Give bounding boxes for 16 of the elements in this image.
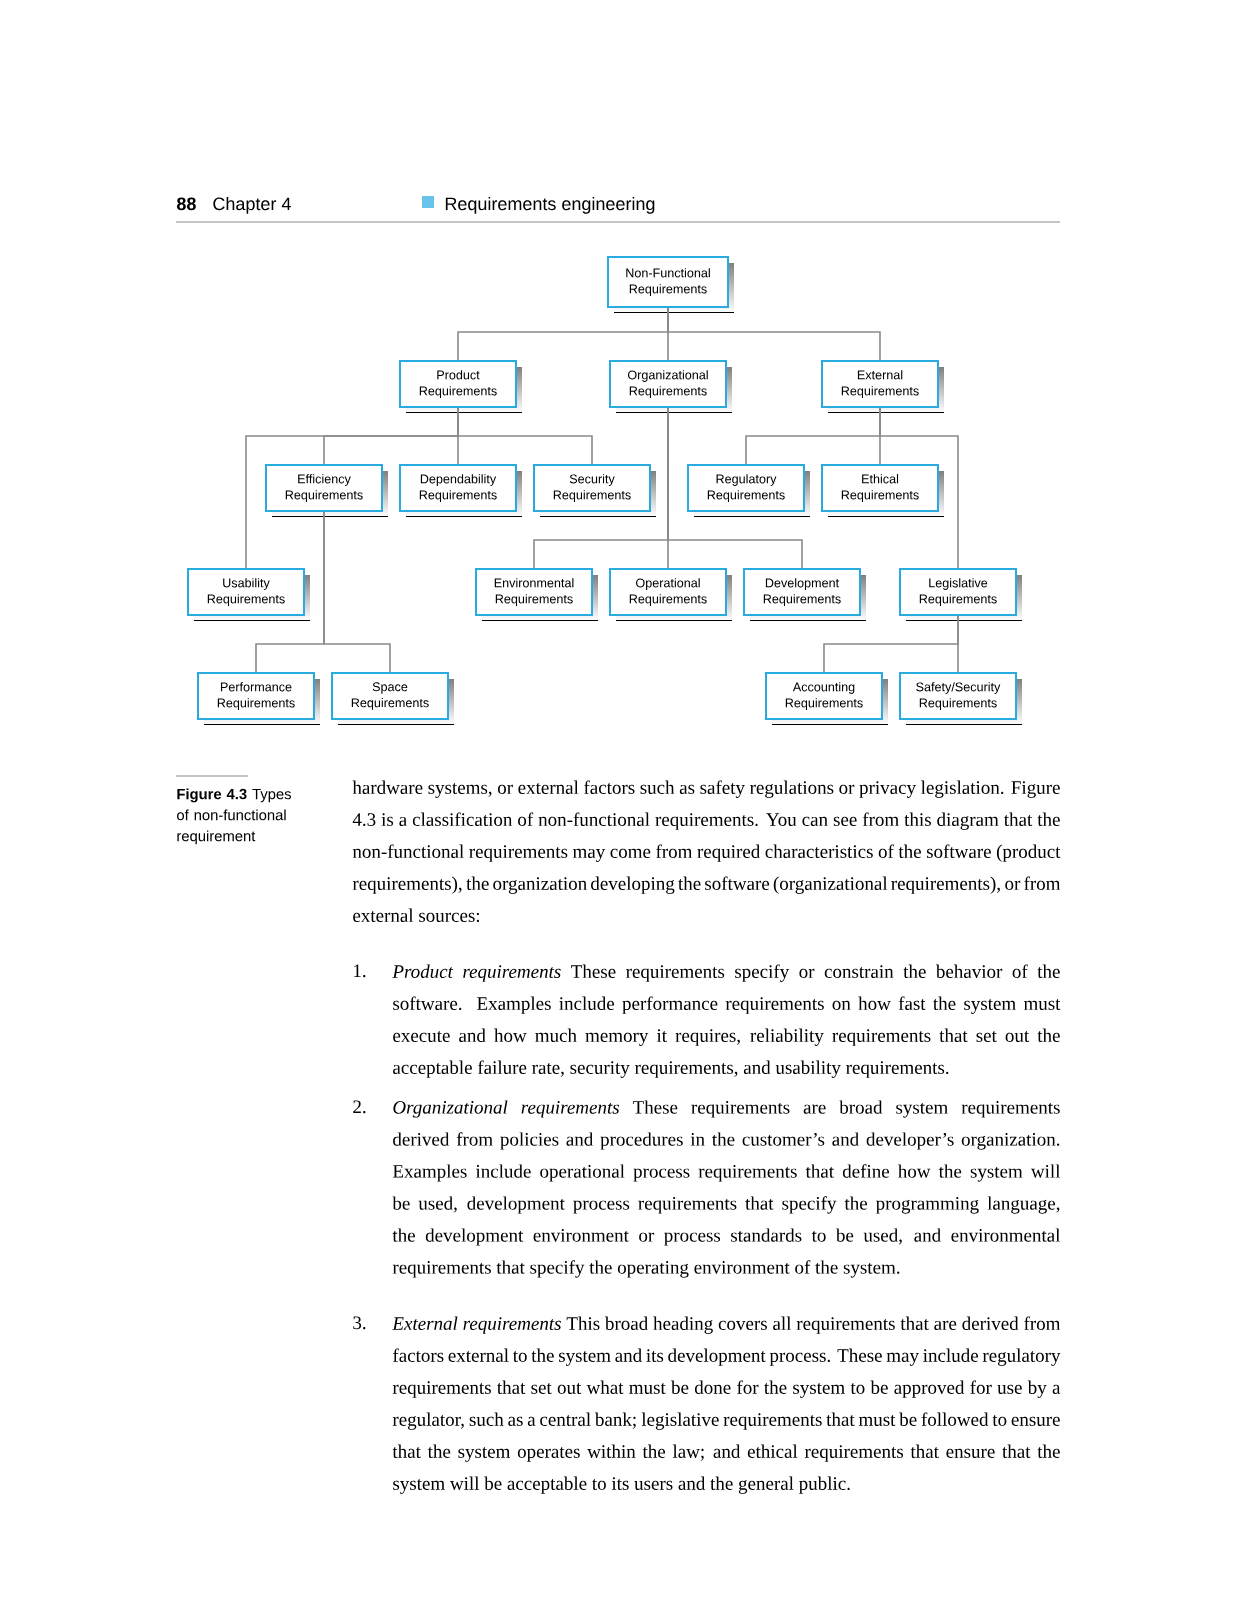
connector-line xyxy=(957,615,959,673)
connector-line xyxy=(323,511,391,673)
list-number: 3. xyxy=(353,1316,366,1330)
chapter-label: Chapter 4 xyxy=(213,197,291,214)
list-number: 1. xyxy=(354,964,366,978)
list-item-text: External requirements This broad heading covers all requirements that are derived from factors external to the system and its development process. These may include regulatory requirements that set out what must be done for the system to be approved for use by a regulator, such as a central bank; legislative requirements that must be followed to ensure that the system operates within the law; and ethical requirements that ensure that the system will be acceptable to its users and the general public. xyxy=(392,1316,1061,1494)
chapter-title: Requirements engineering xyxy=(445,197,655,214)
list-number: 2. xyxy=(353,1100,366,1114)
body-paragraph: hardware systems, or external factors such as safety regulations or privacy legislation. Figure 4.3 is a classification of non-functional requirements. You can see from this diagram that the non-functional requirements may come from required characteristics of the software (product requirements), the organization developing the software (organizational requirements), or from external sources: xyxy=(352,780,1061,923)
list-item-text: Organizational requirements These requirements are broad system requirements derived from policies and procedures in the customer’s and developer’s organization. Examples include operational process requirements that define how the system will be used, development process requirements that specify the programming language, the development environment or process standards to be used, and environmental requirements that specify the operating environment of the system. xyxy=(392,1100,1061,1278)
list-item-text: Product requirements These requirements specify or constrain the behavior of the software. Examples include performance requirements on how fast the system must execute and how much memory it requires, reliability requirements that set out the acceptable failure rate, security requirements, and usability requirements. xyxy=(392,964,1061,1078)
connector-line xyxy=(667,407,803,569)
connector-line xyxy=(667,307,881,361)
connector-line xyxy=(879,407,959,569)
connector-line xyxy=(457,407,593,465)
page-number: 88 xyxy=(176,197,196,211)
